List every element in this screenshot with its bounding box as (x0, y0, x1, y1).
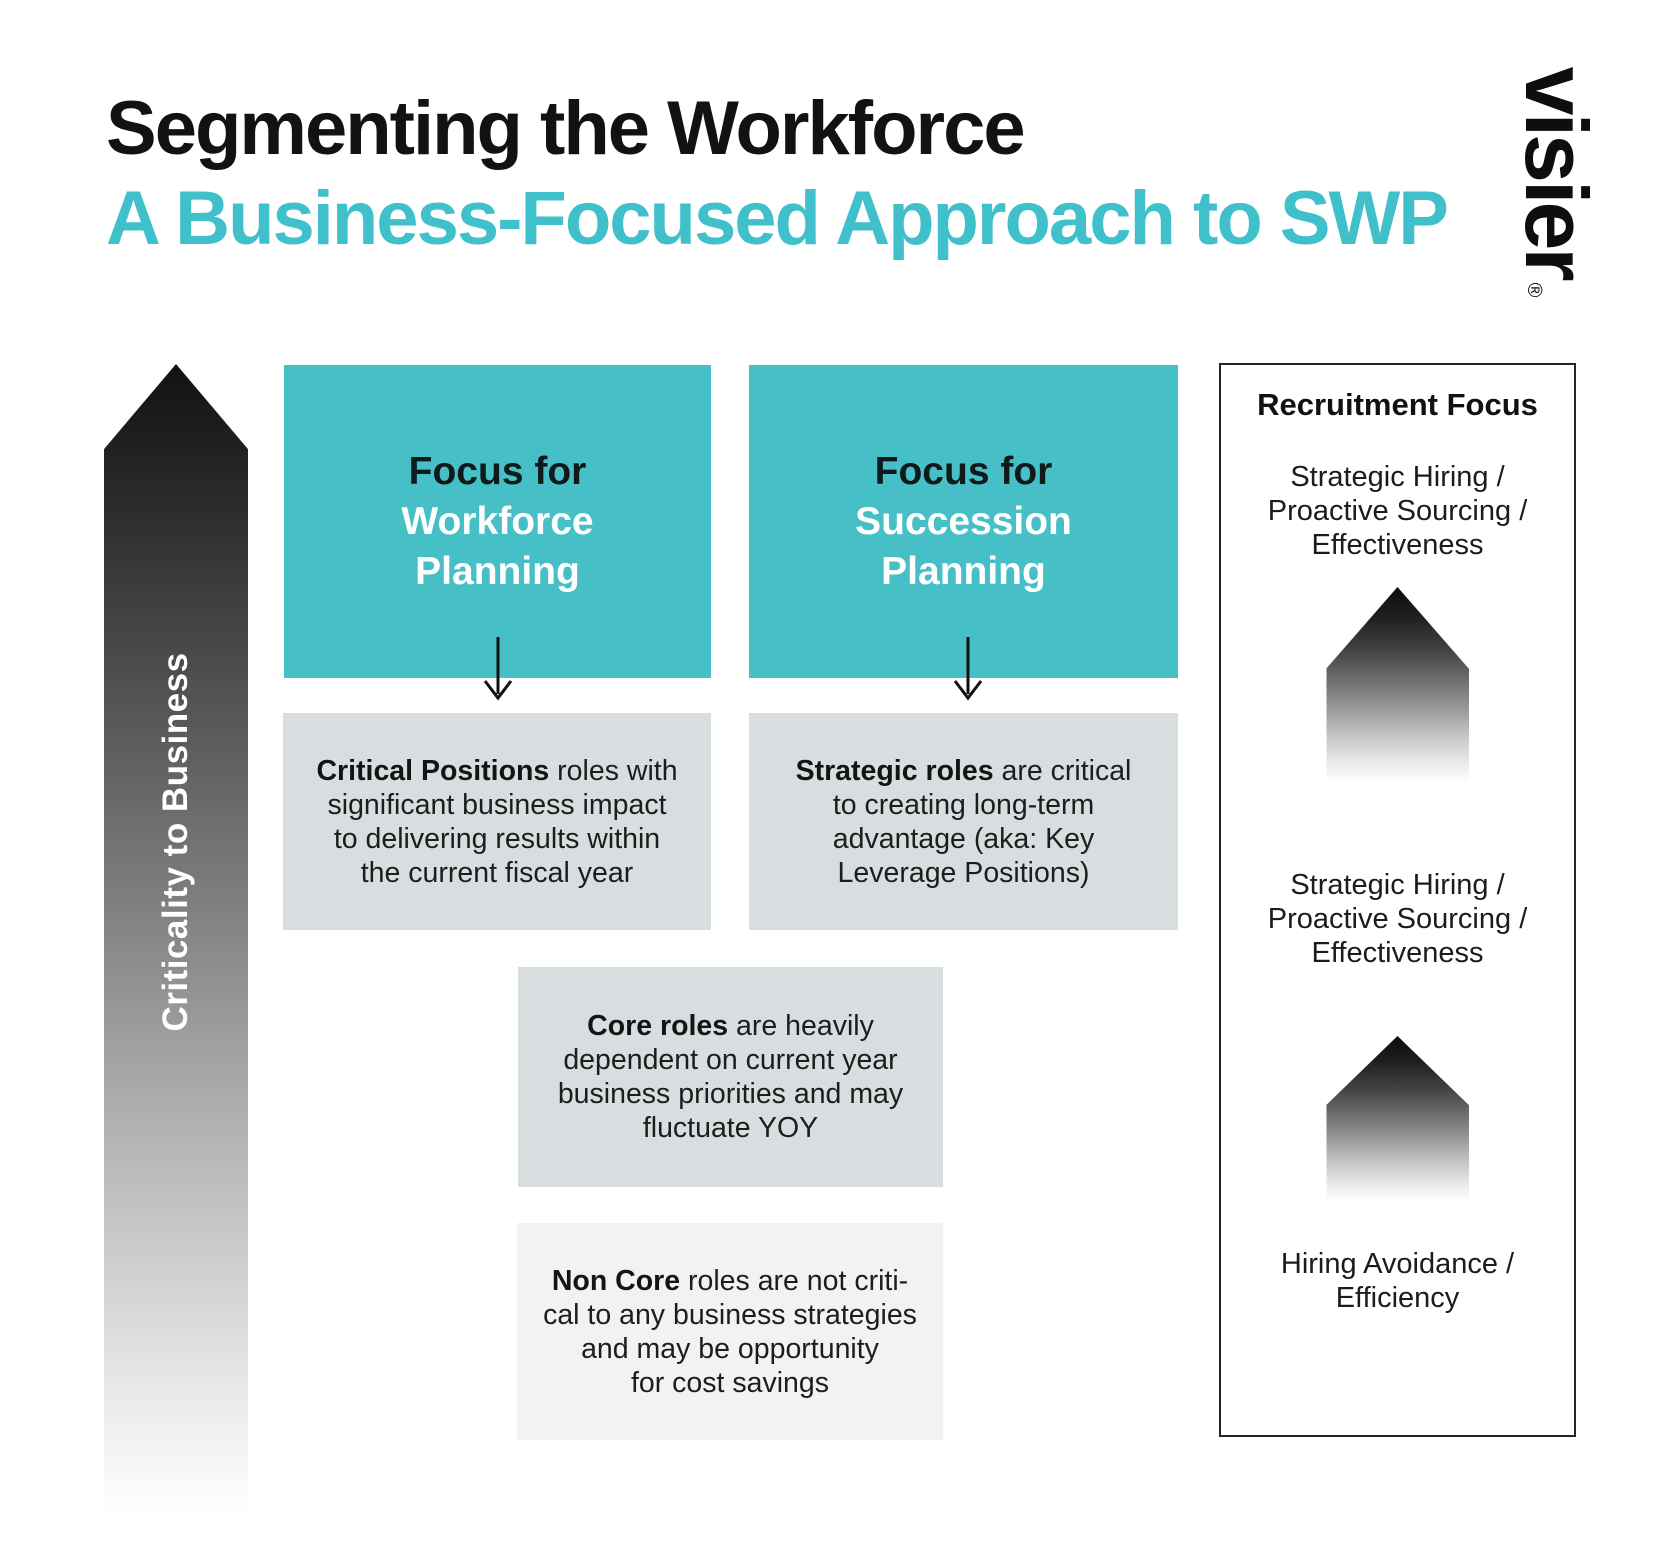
focus-line: Succession (855, 499, 1072, 543)
desc-line: to creating long-term (832, 788, 1095, 821)
level-line: Proactive Sourcing / (1267, 903, 1528, 935)
desc-line: and may be opportunity (581, 1332, 879, 1365)
recruitment-focus-panel: Recruitment Focus Strategic Hiring / Pro… (1219, 363, 1576, 1437)
gradient-up-arrow-icon (1326, 1036, 1469, 1201)
focus-workforce-planning-box: Focus for Workforce Planning (284, 365, 711, 678)
desc-line: Leverage Positions) (837, 856, 1090, 889)
level-line: Effectiveness (1311, 529, 1484, 561)
focus-prefix: Focus for (408, 449, 587, 493)
core-roles-box: Core roles are heavily dependent on curr… (518, 967, 943, 1187)
desc-line: to delivering results within (333, 822, 661, 855)
logo-text: visier (1507, 66, 1606, 279)
desc-line: business priorities and may (557, 1078, 904, 1110)
desc-line-rest: are critical (993, 754, 1132, 787)
level-line: Efficiency (1335, 1282, 1460, 1314)
recruitment-level-middle: Strategic Hiring / Proactive Sourcing / … (1221, 868, 1574, 970)
recruitment-level-top: Strategic Hiring / Proactive Sourcing / … (1221, 460, 1574, 562)
desc-line: advantage (aka: Key (832, 822, 1095, 855)
header: Segmenting the Workforce A Business-Focu… (106, 84, 1449, 264)
focus-line: Workforce (401, 499, 594, 543)
desc-bold-term: Non Core (551, 1264, 681, 1297)
non-core-roles-box: Non Core roles are not criti- cal to any… (517, 1223, 943, 1440)
page-title: Segmenting the Workforce (106, 86, 1026, 171)
level-line: Hiring Avoidance / (1280, 1248, 1515, 1280)
desc-line-rest: are heavily (728, 1010, 874, 1042)
recruitment-level-bottom: Hiring Avoidance / Efficiency (1221, 1247, 1574, 1315)
desc-line: dependent on current year (563, 1044, 898, 1076)
desc-line-rest: roles are not criti- (680, 1264, 909, 1297)
strategic-roles-box: Strategic roles are critical to creating… (749, 713, 1178, 930)
level-line: Effectiveness (1311, 937, 1484, 969)
desc-line: cal to any business strategies (543, 1298, 917, 1331)
desc-bold-term: Critical Positions (316, 754, 550, 787)
desc-line: the current fiscal year (360, 856, 634, 889)
desc-bold-term: Core roles (587, 1010, 729, 1042)
page-subtitle: A Business-Focused Approach to SWP (106, 176, 1449, 261)
focus-line: Planning (415, 549, 580, 593)
desc-line: fluctuate YOY (642, 1112, 819, 1144)
critical-positions-box: Critical Positions roles with significan… (283, 713, 711, 930)
desc-line: Critical Positions roles with (283, 754, 711, 788)
desc-bold-term: Strategic roles (795, 754, 994, 787)
focus-succession-planning-box: Focus for Succession Planning (749, 365, 1178, 678)
level-line: Strategic Hiring / (1290, 869, 1505, 901)
criticality-axis-label: Criticality to Business (156, 652, 195, 1032)
down-arrow-icon (953, 637, 983, 701)
focus-line: Planning (881, 549, 1046, 593)
desc-line: for cost savings (631, 1366, 829, 1399)
level-line: Proactive Sourcing / (1267, 495, 1528, 527)
desc-line: Core roles are heavily (518, 1009, 943, 1043)
criticality-axis-arrow-icon: Criticality to Business (104, 364, 248, 1530)
desc-line: Non Core roles are not criti- (517, 1264, 943, 1298)
desc-line-rest: roles with (549, 754, 678, 787)
visier-logo: visier ® (1500, 67, 1606, 298)
visier-wordmark: visier ® (1489, 67, 1606, 298)
desc-line: significant business impact (327, 788, 667, 821)
level-line: Strategic Hiring / (1290, 461, 1505, 493)
panel-title: Recruitment Focus (1257, 387, 1538, 422)
down-arrow-icon (483, 637, 513, 701)
registered-trademark-icon: ® (1523, 282, 1545, 298)
desc-line: Strategic roles are critical (749, 754, 1178, 788)
gradient-up-arrow-icon (1326, 587, 1469, 782)
focus-prefix: Focus for (874, 449, 1053, 493)
